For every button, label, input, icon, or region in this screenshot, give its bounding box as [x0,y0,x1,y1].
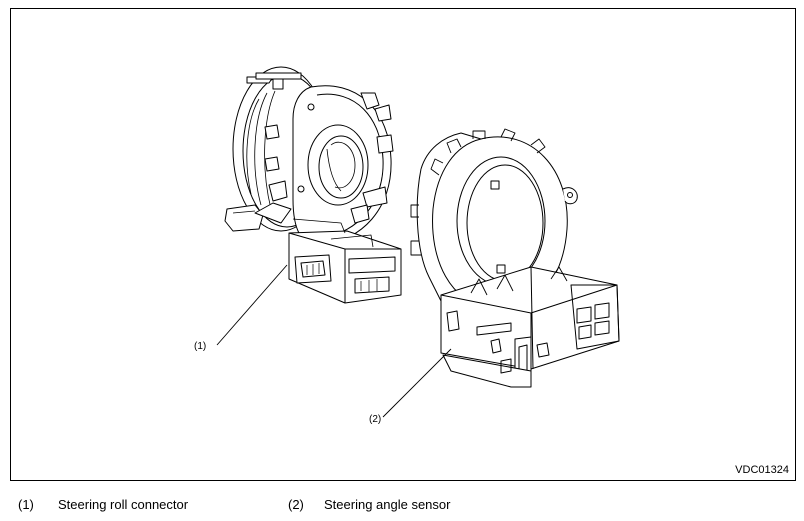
legend-number-2: (2) [288,497,304,512]
callout-2-label: (2) [369,414,382,425]
figure-id: VDC01324 [735,464,789,476]
callout-2-leader [382,348,452,418]
steering-roll-connector-drawing [224,66,402,304]
figure-frame: (1) (2) VDC01324 [10,8,796,481]
legend: (1) Steering roll connector (2) Steering… [0,497,804,517]
callout-1-label: (1) [194,341,207,352]
callout-1-leader [216,264,288,346]
legend-number-1: (1) [18,497,34,512]
legend-text-steering-roll-connector: Steering roll connector [58,497,189,512]
exploded-view-illustration [216,66,620,418]
legend-text-steering-angle-sensor: Steering angle sensor [324,497,451,512]
steering-angle-sensor-drawing [410,128,620,388]
